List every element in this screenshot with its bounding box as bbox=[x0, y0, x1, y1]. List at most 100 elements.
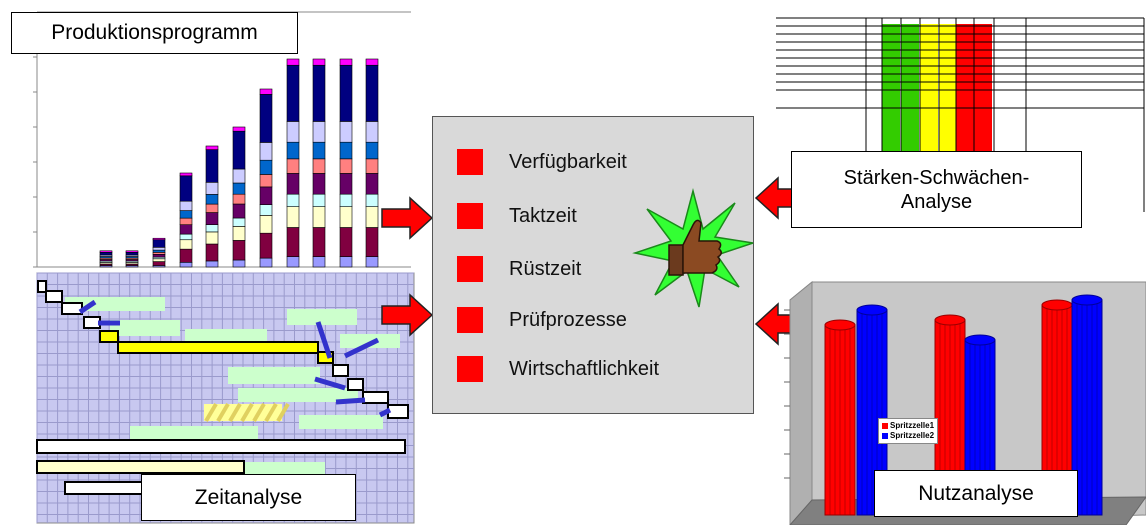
bar-segment bbox=[339, 206, 353, 228]
usage-cylinder bbox=[824, 319, 856, 516]
bar-segment bbox=[259, 232, 273, 259]
stacked-bar bbox=[205, 145, 219, 268]
bar-segment bbox=[286, 193, 300, 207]
bar-segment bbox=[152, 237, 166, 241]
gantt-green-bar bbox=[110, 320, 180, 336]
hatch-line bbox=[252, 402, 266, 423]
strength-weakness-table bbox=[776, 17, 1145, 212]
stacked-bar bbox=[232, 126, 246, 268]
gantt-green-bar bbox=[130, 426, 258, 443]
production-chart bbox=[33, 11, 411, 268]
bar-segment bbox=[179, 217, 193, 225]
bar-segment bbox=[286, 256, 300, 268]
bar-segment bbox=[205, 260, 219, 268]
bar-segment bbox=[179, 261, 193, 268]
strength-weakness-label: Stärken-Schwächen- Analyse bbox=[791, 151, 1082, 228]
rating-column bbox=[901, 24, 919, 164]
bar-segment bbox=[179, 175, 193, 202]
gantt-task-bar bbox=[61, 302, 83, 315]
bar-segment bbox=[259, 94, 273, 143]
rating-column bbox=[920, 24, 938, 164]
bar-segment bbox=[286, 158, 300, 174]
stacked-bar bbox=[365, 58, 379, 268]
usage-grid bbox=[784, 309, 790, 479]
bar-segment bbox=[125, 250, 139, 253]
criterion-item: Verfügbarkeit bbox=[457, 147, 627, 177]
bar-segment bbox=[312, 173, 326, 195]
legend-label: Spritzzelle2 bbox=[890, 431, 935, 440]
bar-segment bbox=[365, 158, 379, 174]
stacked-bar bbox=[259, 88, 273, 268]
red-square-icon bbox=[457, 149, 483, 175]
gantt-link bbox=[314, 376, 346, 391]
stacked-bar bbox=[152, 237, 166, 268]
cylinder-top bbox=[1071, 294, 1103, 306]
bar-segment bbox=[365, 141, 379, 160]
rating-column bbox=[974, 24, 992, 164]
bar-segment bbox=[286, 206, 300, 228]
cylinder-top bbox=[856, 304, 888, 316]
table-grid bbox=[776, 17, 1145, 212]
stacked-bar bbox=[179, 172, 193, 268]
gantt-task-bar bbox=[99, 330, 119, 343]
bar-segment bbox=[339, 158, 353, 174]
bar-segment bbox=[312, 206, 326, 228]
bar-segment bbox=[286, 173, 300, 195]
bar-segment bbox=[205, 182, 219, 195]
cylinder-top bbox=[1041, 299, 1073, 311]
criterion-item: Taktzeit bbox=[457, 201, 577, 231]
gantt-task-bar bbox=[37, 280, 47, 293]
red-square-icon bbox=[457, 356, 483, 382]
bar-segment bbox=[179, 233, 193, 241]
stacked-bar bbox=[99, 250, 113, 268]
strength-label-line2: Analyse bbox=[900, 190, 973, 213]
bar-segment bbox=[259, 204, 273, 216]
legend-item: Spritzzelle2 bbox=[882, 431, 934, 441]
bar-segment bbox=[286, 58, 300, 66]
rating-columns bbox=[882, 24, 992, 164]
bar-segment bbox=[205, 194, 219, 205]
bar-segment bbox=[152, 239, 166, 248]
bar-segment bbox=[232, 217, 246, 227]
gantt-task-bar bbox=[387, 404, 409, 419]
bar-segment bbox=[312, 227, 326, 257]
cylinder-top bbox=[934, 314, 966, 326]
bar-segment bbox=[232, 168, 246, 184]
bar-segment bbox=[99, 250, 113, 253]
bar-segment bbox=[232, 193, 246, 205]
gantt-task-bar bbox=[347, 378, 364, 391]
criterion-label: Prüfprozesse bbox=[509, 308, 627, 331]
bar-segment bbox=[365, 58, 379, 66]
bar-segment bbox=[232, 126, 246, 132]
bar-segment bbox=[152, 258, 166, 262]
bar-segment bbox=[232, 130, 246, 170]
bar-segment bbox=[286, 141, 300, 160]
gantt-green-bar bbox=[340, 334, 400, 348]
bar-segment bbox=[365, 227, 379, 257]
strength-label-line1: Stärken-Schwächen- bbox=[843, 166, 1030, 189]
rating-column bbox=[956, 24, 974, 164]
gantt-link bbox=[378, 407, 392, 418]
bar-segment bbox=[286, 121, 300, 143]
bar-segment bbox=[365, 64, 379, 122]
bar-segment bbox=[339, 193, 353, 207]
gantt-link bbox=[78, 299, 97, 315]
gantt-green-bar bbox=[228, 367, 320, 384]
bar-segment bbox=[312, 193, 326, 207]
bar-segment bbox=[259, 174, 273, 188]
bar-segment bbox=[179, 200, 193, 211]
gantt-green-bar bbox=[238, 388, 358, 402]
gantt-green-bar bbox=[287, 309, 357, 325]
bar-segment bbox=[232, 259, 246, 268]
bar-segment bbox=[339, 256, 353, 268]
bar-segment bbox=[365, 121, 379, 143]
criterion-label: Verfügbarkeit bbox=[509, 150, 627, 173]
bar-segment bbox=[339, 58, 353, 66]
bar-segment bbox=[179, 210, 193, 219]
bar-segment bbox=[286, 227, 300, 257]
bar-segment bbox=[312, 158, 326, 174]
criterion-item: Wirtschaftlichkeit bbox=[457, 354, 659, 384]
hatch-line bbox=[264, 402, 278, 423]
cylinder-top bbox=[964, 334, 996, 346]
gantt-link bbox=[343, 337, 380, 359]
